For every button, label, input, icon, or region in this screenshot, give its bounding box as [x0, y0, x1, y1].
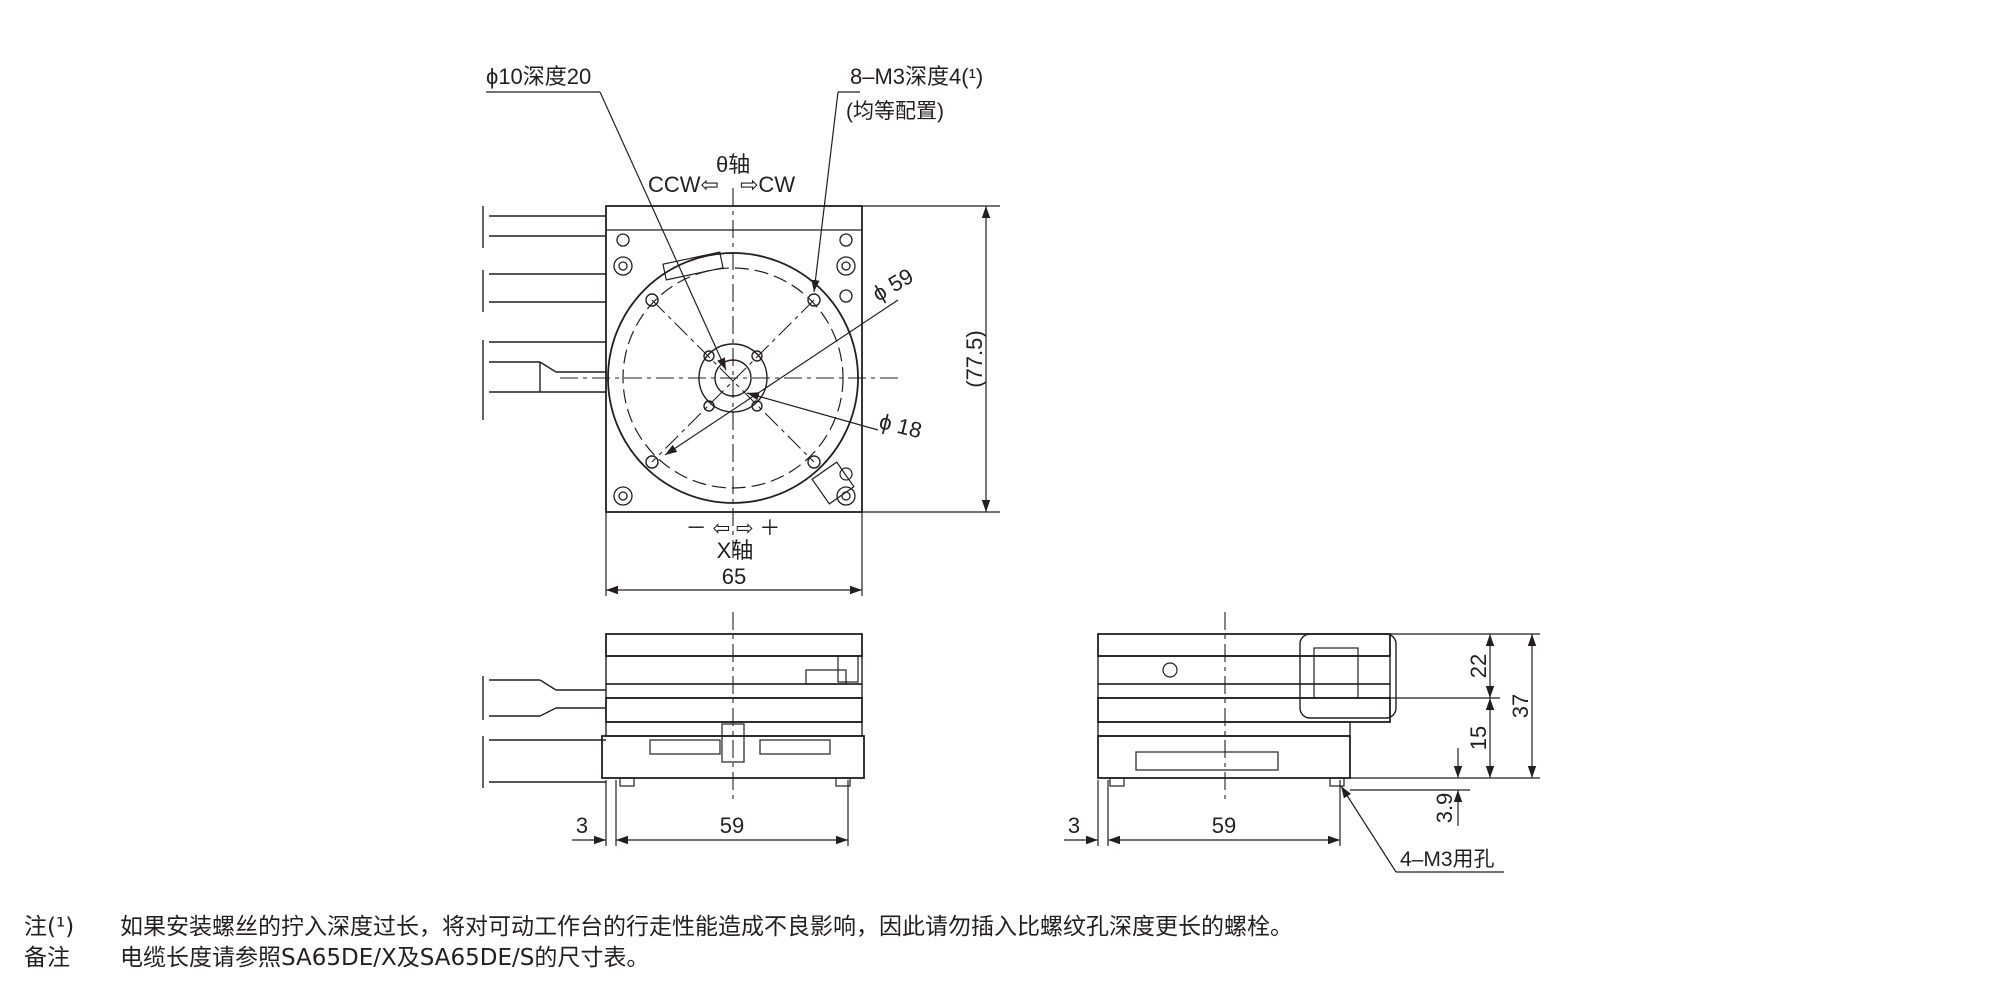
top-view-leaders [486, 91, 899, 456]
label-tapped-holes: 8–M3深度4(¹) [850, 64, 983, 89]
label-front-width-59: 59 [720, 813, 744, 838]
label-width-65: 65 [722, 564, 746, 589]
center-lines [560, 188, 900, 560]
front-dimensions [572, 780, 849, 846]
front-view [482, 612, 865, 846]
label-dia-59: ϕ 59 [868, 263, 918, 306]
note-remark-text: 电缆长度请参照SA65DE/X及SA65DE/S的尺寸表。 [120, 945, 650, 971]
mount-hole-leader [1340, 785, 1504, 873]
width-dimension [605, 512, 863, 596]
side-height-dimensions [1350, 633, 1540, 826]
top-view [482, 91, 1000, 596]
label-h22: 22 [1466, 654, 1491, 678]
corner-screws [613, 233, 856, 506]
label-h3-9: 3.9 [1432, 793, 1457, 824]
side-view [1064, 612, 1540, 873]
front-view-cables [482, 676, 606, 788]
label-tapped-holes-note: (均等配置) [846, 100, 944, 123]
label-side-width-59: 59 [1212, 813, 1236, 838]
front-top-plate [605, 633, 863, 657]
label-x-axis: X轴 [717, 538, 754, 563]
top-view-body [605, 205, 863, 513]
tapped-holes [645, 293, 821, 469]
label-x-axis-direction: － ⇦ ⇨ ＋ [686, 517, 781, 540]
note-remark-label: 备注 [24, 945, 70, 971]
height-dimension [862, 205, 1000, 513]
label-ccw: CCW⇦ [648, 172, 719, 197]
side-width-dimensions [1064, 780, 1341, 846]
note-caution: 注(¹) 如果安装螺丝的拧入深度过长，将对可动工作台的行走性能造成不良影响，因此… [24, 912, 1293, 943]
label-height-77-5: (77.5) [962, 330, 987, 387]
side-base [1097, 735, 1351, 779]
top-view-cables [482, 206, 606, 420]
note-caution-label: 注(¹) [24, 914, 75, 940]
label-dia-18: ϕ 18 [877, 409, 925, 444]
label-hole-center: ϕ10深度20 [486, 64, 591, 89]
label-mount-holes: 4–M3用孔 [1400, 848, 1495, 871]
label-theta-axis: θ轴 [716, 152, 750, 177]
label-cw: ⇨CW [740, 172, 795, 197]
label-side-offset-3: 3 [1068, 813, 1080, 838]
notes: 注(¹) 如果安装螺丝的拧入深度过长，将对可动工作台的行走性能造成不良影响，因此… [24, 912, 1293, 974]
note-remark: 备注 电缆长度请参照SA65DE/X及SA65DE/S的尺寸表。 [24, 943, 1293, 974]
label-h15: 15 [1466, 726, 1491, 750]
label-front-offset-3: 3 [576, 813, 588, 838]
label-h37: 37 [1508, 694, 1533, 718]
side-top-plate [1097, 633, 1391, 657]
note-caution-text: 如果安装螺丝的拧入深度过长，将对可动工作台的行走性能造成不良影响，因此请勿插入比… [120, 914, 1293, 940]
